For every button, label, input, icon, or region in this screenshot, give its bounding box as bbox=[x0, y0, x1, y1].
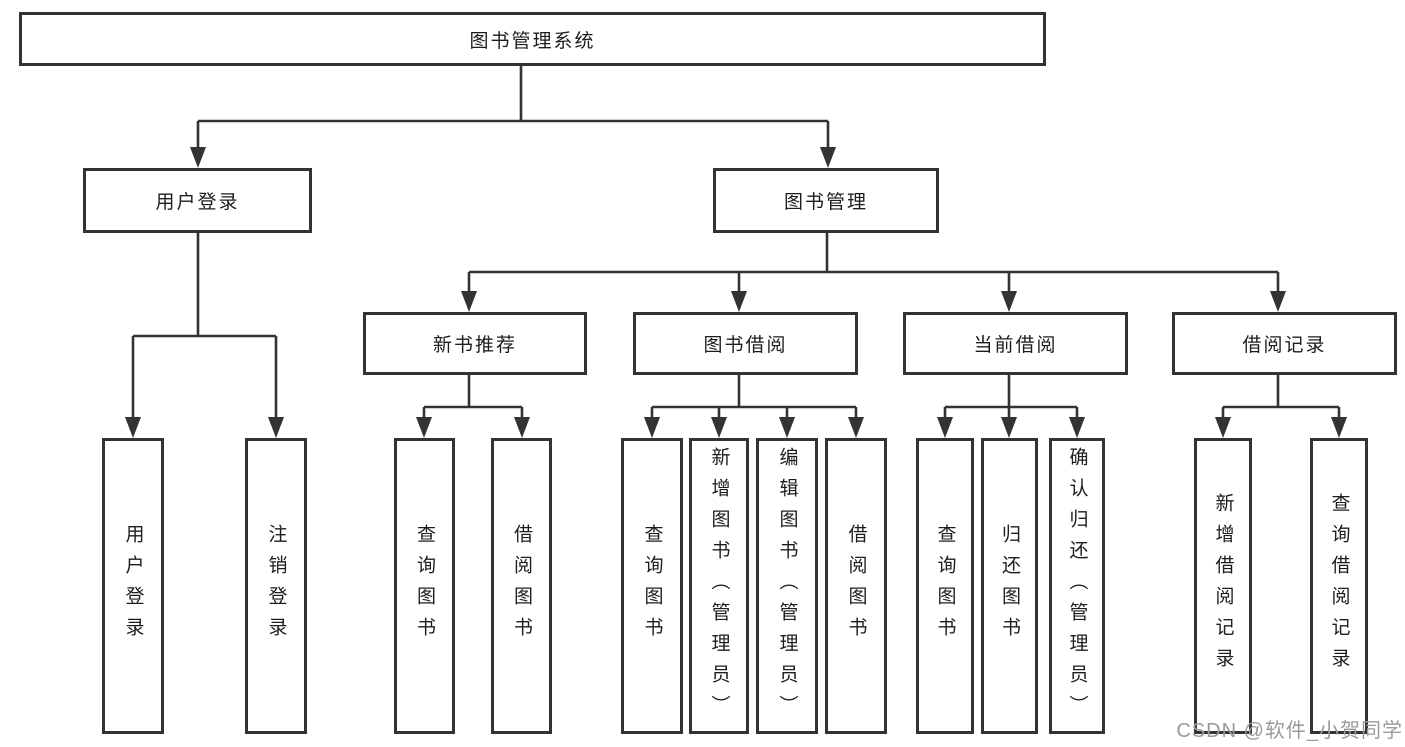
node-label: 当前借阅 bbox=[973, 335, 1058, 356]
connector-currentborrow-to-leaves bbox=[937, 375, 1085, 438]
connector-bookmgmt-to-level3 bbox=[461, 233, 1286, 312]
node-label: 查询借阅记录 bbox=[1328, 493, 1350, 679]
node-label: 查询图书 bbox=[641, 524, 663, 648]
node-label: 用户登录 bbox=[122, 524, 144, 648]
connector-userlogin-to-leaves bbox=[125, 233, 284, 438]
node-label: 用户登录 bbox=[155, 192, 240, 213]
node-query-books-recommend: 查询图书 bbox=[394, 438, 455, 734]
node-book-borrow: 图书借阅 bbox=[633, 312, 858, 375]
node-new-book-recommend: 新书推荐 bbox=[363, 312, 587, 375]
node-label: 归还图书 bbox=[999, 524, 1020, 648]
connector-borrowrecords-to-leaves bbox=[1215, 375, 1347, 438]
node-label: 图书管理 bbox=[783, 192, 868, 213]
node-logout-login: 注销登录 bbox=[245, 438, 307, 734]
watermark: CSDN @软件_小贺同学 bbox=[1176, 720, 1403, 742]
node-borrow-books-recommend: 借阅图书 bbox=[491, 438, 552, 734]
node-query-books-current: 查询图书 bbox=[916, 438, 974, 734]
node-current-borrow: 当前借阅 bbox=[903, 312, 1128, 375]
node-label: 借阅图书 bbox=[845, 524, 867, 648]
node-add-book-admin: 新增图书（管理员） bbox=[689, 438, 749, 734]
node-label: 确认归还（管理员） bbox=[1066, 446, 1088, 726]
node-label: 查询图书 bbox=[934, 524, 956, 648]
node-confirm-return-admin: 确认归还（管理员） bbox=[1049, 438, 1105, 734]
connector-newbooks-to-leaves bbox=[416, 375, 530, 438]
node-label: 新增图书（管理员） bbox=[708, 446, 730, 726]
node-label: 注销登录 bbox=[265, 524, 287, 648]
node-label: 图书管理系统 bbox=[469, 30, 596, 52]
node-query-books-borrow: 查询图书 bbox=[621, 438, 683, 734]
node-book-management: 图书管理 bbox=[713, 168, 939, 233]
node-label: 编辑图书（管理员） bbox=[776, 446, 798, 726]
connector-bookborrow-to-leaves bbox=[644, 375, 864, 438]
node-borrow-books-borrow: 借阅图书 bbox=[825, 438, 887, 734]
node-edit-book-admin: 编辑图书（管理员） bbox=[756, 438, 818, 734]
node-borrow-records: 借阅记录 bbox=[1172, 312, 1397, 375]
node-label: 查询图书 bbox=[414, 524, 435, 648]
node-label: 新书推荐 bbox=[432, 335, 517, 356]
node-add-borrow-record: 新增借阅记录 bbox=[1194, 438, 1252, 734]
connector-root-to-level2 bbox=[190, 66, 836, 168]
node-label: 借阅记录 bbox=[1242, 335, 1327, 356]
node-user-login: 用户登录 bbox=[83, 168, 312, 233]
node-library-system: 图书管理系统 bbox=[19, 12, 1046, 66]
node-label: 新增借阅记录 bbox=[1212, 493, 1234, 679]
node-return-book: 归还图书 bbox=[981, 438, 1038, 734]
node-user-login-leaf: 用户登录 bbox=[102, 438, 164, 734]
node-label: 借阅图书 bbox=[511, 524, 532, 648]
node-query-borrow-record: 查询借阅记录 bbox=[1310, 438, 1368, 734]
node-label: 图书借阅 bbox=[703, 335, 788, 356]
